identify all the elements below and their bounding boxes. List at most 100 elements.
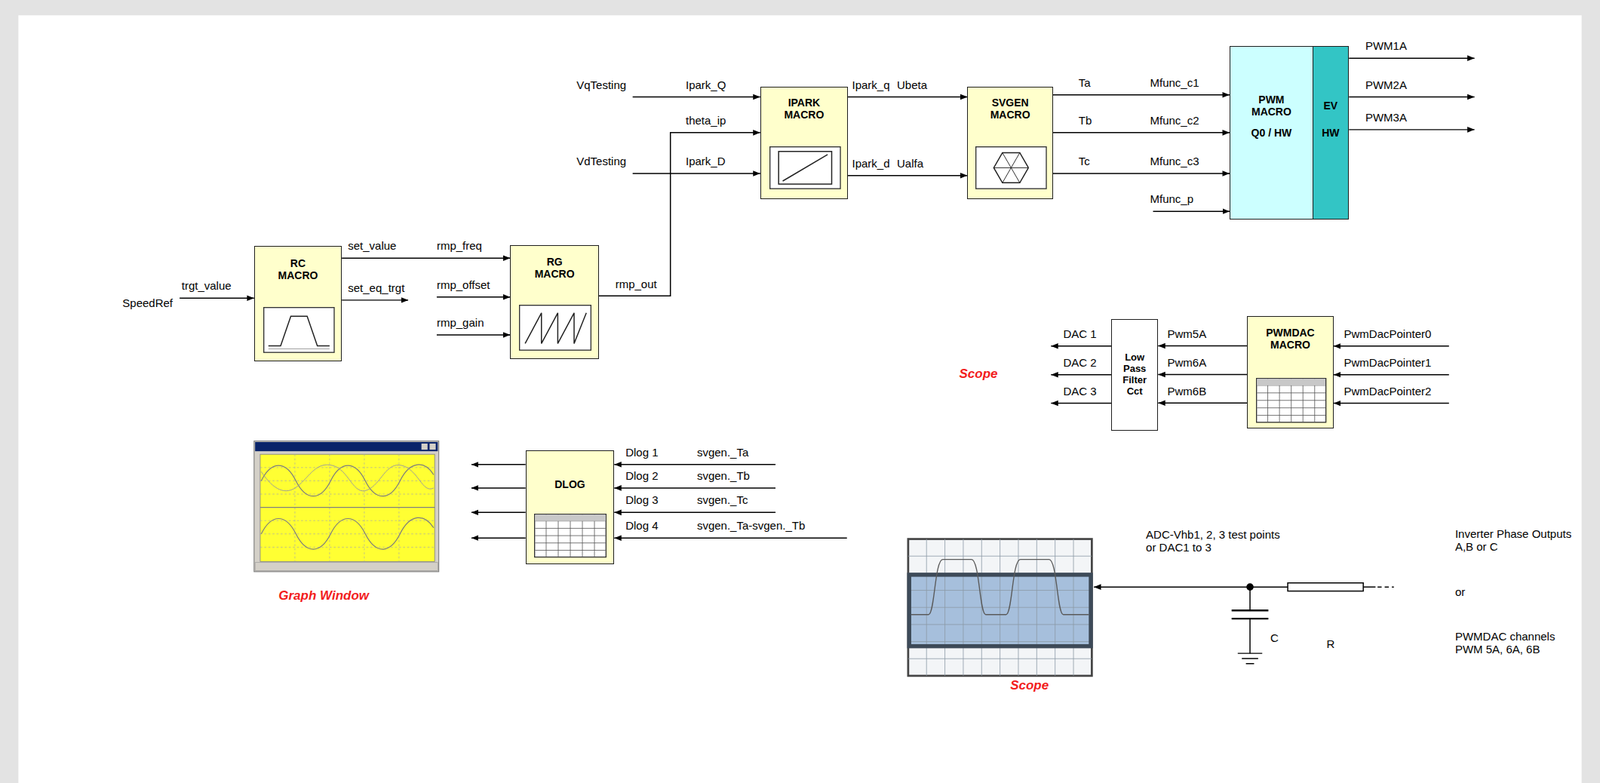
pin-name: PWM1A (1365, 39, 1407, 53)
signal-name: svgen._Ta (697, 445, 749, 459)
signal-name: svgen._Ta-svgen._Tb (697, 519, 805, 532)
port-name: Dlog 3 (625, 493, 658, 507)
window-frame (254, 441, 440, 572)
block-title: RC MACRO (271, 257, 325, 282)
macro-block: IPARK MACRO (760, 86, 848, 200)
pin-name: DAC 3 (1062, 384, 1097, 398)
block-title: HW (1321, 126, 1339, 139)
ground-symbol (1237, 653, 1263, 664)
table-header (1256, 379, 1326, 387)
plot-divider (260, 506, 435, 508)
scope-band-border (909, 574, 1091, 647)
block-title: EV (1323, 99, 1339, 112)
block-icon (263, 307, 335, 354)
block-title: PWMDAC MACRO (1263, 326, 1317, 351)
input-wire (179, 297, 255, 298)
input-wire (614, 512, 776, 513)
port-name: rmp_freq (436, 239, 483, 252)
signal-name: svgen._Tc (697, 493, 749, 507)
block-title: DLOG (554, 478, 585, 491)
port-name: rmp_gain (436, 316, 485, 329)
input-wire (632, 96, 761, 98)
pin-name: PWM2A (1365, 78, 1407, 92)
port-name: Tc (1078, 154, 1091, 168)
port-name: Mfunc_c3 (1149, 154, 1199, 168)
block-icon (519, 304, 592, 351)
signal-name: VqTesting (576, 78, 627, 92)
scope-trace (911, 559, 1089, 615)
slide-panel (18, 15, 1582, 783)
icon-frame (769, 147, 840, 189)
window-caption: Graph Window (278, 588, 369, 604)
plot-grid (260, 467, 435, 548)
block-title: PWM MACRO (1244, 93, 1298, 118)
output-wire (1050, 402, 1112, 404)
capacitor-lead (1249, 586, 1250, 611)
output-wire (471, 463, 526, 465)
port-name: Ipark_D (685, 154, 726, 168)
resistor-symbol (1287, 583, 1364, 592)
port-name: trgt_value (181, 279, 232, 292)
output-wire (341, 299, 409, 301)
block-icon (975, 146, 1048, 190)
signal-wire (1157, 345, 1247, 348)
capacitor-lead (1249, 618, 1250, 654)
window-button (429, 443, 436, 450)
port-name: Mfunc_p (1149, 192, 1194, 206)
input-wire (1153, 210, 1230, 212)
rc-filter-circuit (1093, 583, 1395, 664)
input-wire (436, 334, 510, 335)
scope-picture (908, 539, 1092, 676)
pin-name: Pwm6B (1166, 384, 1207, 398)
input-wire (1333, 402, 1450, 404)
signal-wire (1157, 374, 1247, 376)
input-wire (1333, 374, 1450, 375)
block-title: Low Pass Filter Cct (1117, 352, 1152, 398)
signal-wire (1053, 94, 1230, 96)
signal-name: svgen._Tb (697, 469, 750, 483)
port-name: Ipark_d (851, 156, 890, 170)
note-text: Inverter Phase Outputs A,B or C (1455, 527, 1578, 553)
signal-name: VdTesting (576, 154, 627, 168)
filter-block: Low Pass Filter Cct (1111, 319, 1158, 430)
macro-block: RC MACRO (254, 245, 342, 362)
ramp-baseline (267, 348, 329, 350)
scope-caption: Scope (959, 366, 999, 382)
probe-wire (1377, 586, 1395, 587)
hexagon-spokes (993, 153, 1029, 184)
table-header (535, 515, 606, 522)
port-name: Ubeta (896, 78, 928, 92)
window-button (421, 443, 428, 450)
signal-wire (847, 96, 968, 99)
plot-area (260, 454, 435, 562)
port-name: Dlog 1 (625, 445, 658, 459)
block-icon (769, 146, 842, 190)
macro-block: SVGEN MACRO (967, 86, 1054, 200)
input-wire (1333, 345, 1450, 347)
icon-frame (1256, 378, 1326, 423)
macro-block: DLOG (525, 450, 615, 566)
port-name: Mfunc_c2 (1149, 113, 1199, 127)
ramp-frame (778, 151, 832, 185)
signal-wire (1157, 402, 1247, 405)
block-icon (1256, 377, 1327, 424)
window-statusbar (254, 562, 438, 572)
pin-name: Pwm5A (1166, 327, 1207, 341)
icon-frame (975, 147, 1046, 189)
scope-screen (908, 539, 1092, 676)
output-wire (1050, 345, 1112, 347)
output-wire (471, 537, 526, 538)
output-wire (1050, 374, 1112, 375)
port-name: Ipark_Q (685, 78, 726, 92)
probe-wire (1249, 586, 1288, 587)
pin-name: DAC 1 (1062, 327, 1097, 341)
input-wire (614, 463, 776, 465)
plot-trace (261, 464, 434, 492)
plot-trace (261, 464, 434, 497)
probe-wire (1093, 586, 1250, 587)
signal-wire (847, 175, 968, 177)
port-name: set_eq_trgt (347, 281, 405, 295)
ramp-line (782, 154, 828, 182)
scope-grid (908, 555, 1092, 659)
note-text: or (1455, 585, 1465, 599)
